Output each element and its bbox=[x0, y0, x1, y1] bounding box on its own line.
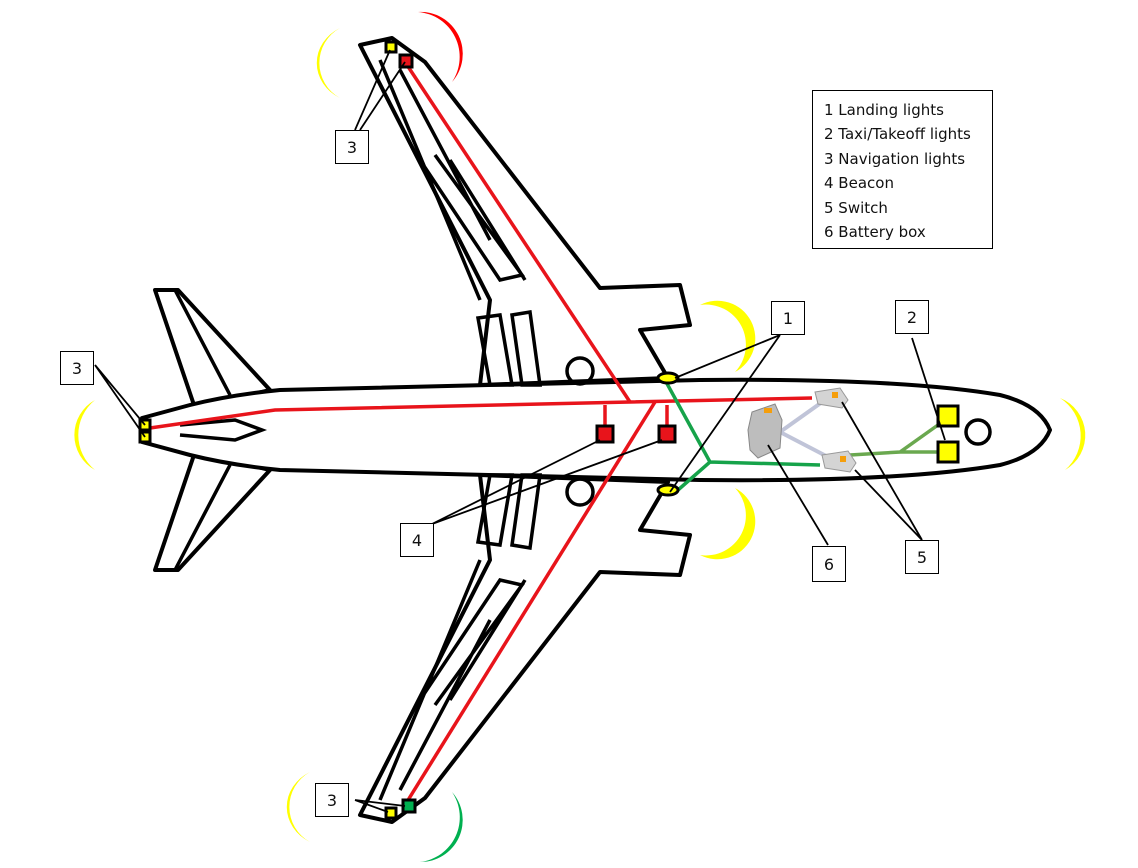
bottom-right-nav-beam-green bbox=[420, 792, 463, 863]
legend-item-beacon: 4 Beacon bbox=[824, 174, 894, 193]
taxi-light-1 bbox=[936, 404, 960, 428]
lower-wing bbox=[358, 473, 692, 824]
wiring bbox=[149, 61, 947, 806]
tail-light-beam bbox=[74, 400, 95, 470]
callout-landing-lights: 1 bbox=[771, 301, 805, 335]
legend-item-battery: 6 Battery box bbox=[824, 223, 926, 242]
bottom-left-nav-beam bbox=[286, 772, 310, 842]
callout-switch: 5 bbox=[905, 540, 939, 574]
callout-nav-lights-tail: 3 bbox=[60, 351, 94, 385]
callout-nav-lights-upper: 3 bbox=[335, 130, 369, 164]
light-beams bbox=[74, 11, 1086, 863]
callout-battery-box: 6 bbox=[812, 546, 846, 582]
legend-item-switch: 5 Switch bbox=[824, 198, 888, 217]
landing-light-beam-bottom bbox=[700, 488, 756, 560]
battery-box bbox=[747, 403, 783, 459]
red-wire-upper-wing bbox=[403, 61, 632, 403]
upper-nav-light-white bbox=[384, 40, 398, 54]
legend-item-navigation: 3 Navigation lights bbox=[824, 149, 966, 168]
beacon-light-1 bbox=[595, 424, 615, 444]
legend-item-taxi: 2 Taxi/Takeoff lights bbox=[824, 125, 971, 144]
top-right-nav-beam-red bbox=[418, 11, 463, 83]
lower-nav-light-white bbox=[384, 806, 398, 820]
red-wire-lower-wing bbox=[403, 401, 657, 806]
top-left-nav-beam bbox=[316, 28, 340, 98]
upper-nav-light-red bbox=[398, 53, 414, 69]
surface-details bbox=[173, 59, 992, 801]
upper-stabilizer bbox=[153, 288, 272, 410]
upper-wing bbox=[358, 36, 692, 387]
legend-item-landing: 1 Landing lights bbox=[824, 101, 944, 119]
switch-1 bbox=[814, 387, 849, 409]
lower-stabilizer bbox=[153, 450, 272, 572]
landing-light-top bbox=[656, 371, 680, 385]
beacon-light-2 bbox=[657, 424, 677, 444]
landing-light-bottom bbox=[656, 483, 680, 497]
callout-nav-lights-lower: 3 bbox=[315, 783, 349, 817]
callout-taxi-lights: 2 bbox=[895, 300, 929, 334]
nose-light-beam bbox=[1060, 398, 1086, 470]
taxi-light-2 bbox=[936, 440, 960, 464]
grey-wire-battery bbox=[778, 398, 831, 460]
callout-beacon: 4 bbox=[400, 523, 434, 557]
landing-light-beam-top bbox=[700, 300, 756, 372]
leader-lines bbox=[94, 49, 946, 813]
switch-2 bbox=[821, 450, 857, 473]
red-wire-main bbox=[149, 396, 813, 430]
green-wire-landing bbox=[663, 379, 821, 492]
legend: 1 Landing lights 2 Taxi/Takeoff lights 3… bbox=[812, 90, 993, 249]
